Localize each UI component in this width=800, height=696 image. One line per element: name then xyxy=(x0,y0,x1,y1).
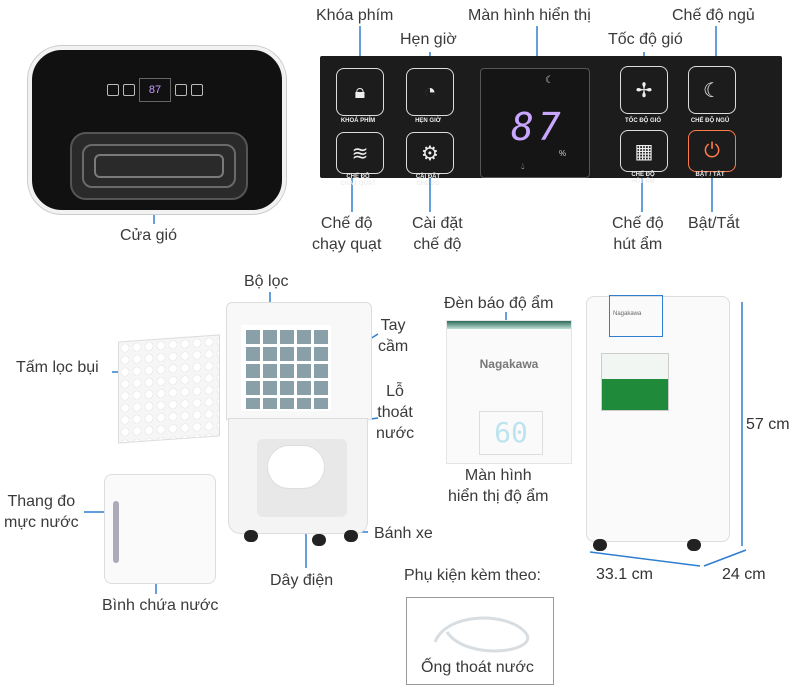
product-sticker xyxy=(601,353,669,411)
callout-ong-thoat-nuoc: Ống thoát nước xyxy=(421,659,534,676)
callout-khoa-phim: Khóa phím xyxy=(316,7,394,24)
callout-lo-thoat-nuoc: Lỗ thoát nước xyxy=(376,383,415,442)
humidity-closeup: Nagakawa 60 xyxy=(446,320,572,464)
display-highlight-box xyxy=(609,295,663,337)
wheel xyxy=(244,530,258,542)
brand-logo: Nagakawa xyxy=(479,357,539,371)
unit-brand-label: Nagakawa xyxy=(613,311,642,317)
power-button[interactable]: ⏻ xyxy=(688,130,736,172)
lock-button[interactable]: 🔒︎ xyxy=(336,68,384,116)
callout-che-do-hut-am: Chế độ hút ẩm xyxy=(612,215,664,253)
main-display: ☾ 87 % 💧︎ xyxy=(480,68,590,178)
dehumidifier-front-view: Nagakawa xyxy=(586,295,730,551)
dimension-height: 57 cm xyxy=(746,416,790,433)
mode-setting-button[interactable]: ⚙ xyxy=(406,132,454,174)
fan-speed-button-label: TỐC ĐỘ GIÓ xyxy=(625,118,661,124)
drop-icon: 💧︎ xyxy=(521,161,525,171)
sleep-mode-button-label: CHẾ ĐỘ NGỦ xyxy=(690,118,730,124)
callout-phu-kien: Phụ kiện kèm theo: xyxy=(404,567,541,584)
callout-hen-gio: Hẹn giờ xyxy=(400,31,457,48)
mini-display: 87 xyxy=(139,78,171,102)
wave-icon: ≋ xyxy=(351,142,369,165)
callout-thang-do-muc-nuoc: Thang đo mực nước xyxy=(4,493,79,531)
dimension-width: 33.1 cm xyxy=(596,566,653,583)
moon-icon: ☾ xyxy=(703,79,721,102)
wheel xyxy=(687,539,701,551)
fan-icon: ✢ xyxy=(635,79,653,102)
dehumidify-mode-button-label: CHẾ ĐỘ HÚT ẨM xyxy=(631,172,655,186)
mini-button xyxy=(191,84,203,96)
dimension-depth: 24 cm xyxy=(722,566,766,583)
timer-button[interactable]: ◔ xyxy=(406,68,454,116)
callout-den-bao-do-am: Đèn báo độ ẩm xyxy=(444,295,554,312)
callout-cua-gio: Cửa gió xyxy=(120,227,177,244)
grid-icon: ▦ xyxy=(634,140,654,163)
callout-man-hinh-hien-thi-do-am: Màn hình hiển thị độ ẩm xyxy=(448,467,549,505)
mode-setting-button-label: CÀI ĐẶT CHẾ ĐỘ xyxy=(415,174,441,188)
mini-control-panel: 87 xyxy=(94,68,216,112)
drain-pump xyxy=(267,445,325,489)
callout-day-dien: Dây điện xyxy=(270,572,334,589)
machine-filter xyxy=(241,325,331,411)
control-panel: 🔒︎ KHOÁ PHÍM ◔ HẸN GIỜ ≋ CHẾ ĐỘ CHẠY QUẠ… xyxy=(320,56,782,187)
callout-che-do-chay-quat: Chế độ chạy quạt xyxy=(312,215,382,253)
timer-button-label: HẸN GIỜ xyxy=(415,118,441,124)
percent-unit: % xyxy=(559,149,567,158)
drain-hose-image xyxy=(433,616,530,653)
lock-button-label: KHOÁ PHÍM xyxy=(340,118,376,124)
callout-bo-loc: Bộ lọc xyxy=(244,273,289,290)
power-icon: ⏻ xyxy=(704,139,720,162)
power-button-label: BẬT / TẮT xyxy=(695,172,725,178)
humidity-readout: 87 xyxy=(511,105,565,149)
callout-banh-xe: Bánh xe xyxy=(374,525,433,542)
water-tank xyxy=(104,474,216,584)
callout-binh-chua-nuoc: Bình chứa nước xyxy=(102,597,219,614)
callout-toc-do-gio: Tốc độ gió xyxy=(608,31,683,48)
timer-icon: ◔ xyxy=(423,80,437,103)
air-outlet-grille xyxy=(70,132,248,200)
wheel xyxy=(593,539,607,551)
machine-upper-body xyxy=(226,302,372,420)
mini-button xyxy=(175,84,187,96)
callout-bat-tat: Bật/Tắt xyxy=(688,215,740,232)
accessory-box: Ống thoát nước xyxy=(406,597,554,685)
fan-mode-button[interactable]: ≋ xyxy=(336,132,384,174)
moon-icon: ☾ xyxy=(545,75,554,86)
dehumidifier-top-view: 87 xyxy=(28,46,286,214)
callout-che-do-ngu: Chế độ ngủ xyxy=(672,7,755,24)
machine-lower-body xyxy=(228,418,368,534)
humidity-indicator-light xyxy=(447,321,571,329)
wheel xyxy=(312,534,326,546)
sleep-mode-button[interactable]: ☾ xyxy=(688,66,736,114)
fan-speed-button[interactable]: ✢ xyxy=(620,66,668,114)
lock-icon: 🔒︎ xyxy=(354,80,366,103)
humidity-display: 60 xyxy=(479,411,543,455)
dust-filter-panel xyxy=(118,334,220,444)
callout-tam-loc-bui: Tấm lọc bụi xyxy=(16,359,99,376)
mini-button xyxy=(107,84,119,96)
callout-man-hinh-hien-thi: Màn hình hiển thị xyxy=(468,7,591,24)
gear-icon: ⚙ xyxy=(421,142,439,165)
water-level-gauge xyxy=(113,501,119,563)
mini-button xyxy=(123,84,135,96)
wheel xyxy=(344,530,358,542)
fan-mode-button-label: CHẾ ĐỘ CHẠY QUẠT xyxy=(340,174,376,188)
callout-cai-dat-che-do: Cài đặt chế độ xyxy=(412,215,463,253)
callout-tay-cam: Tay cầm xyxy=(378,317,409,355)
dehumidify-mode-button[interactable]: ▦ xyxy=(620,130,668,172)
